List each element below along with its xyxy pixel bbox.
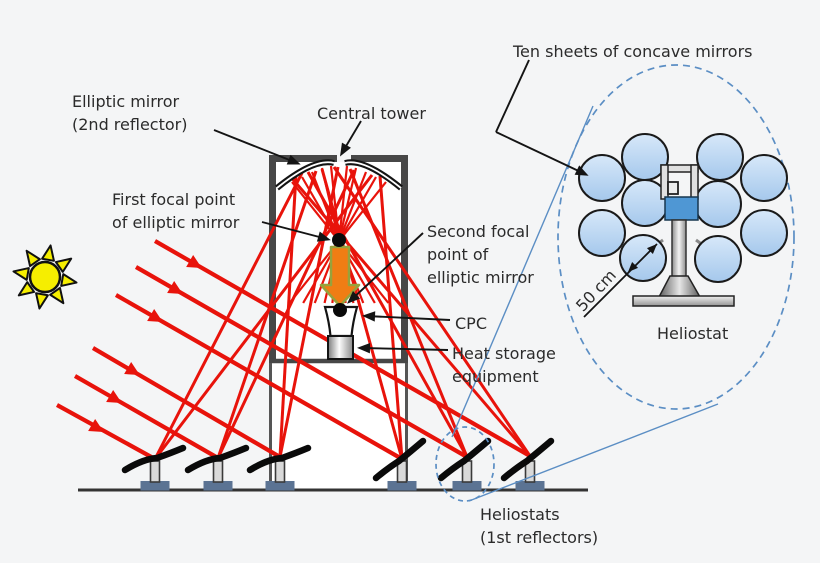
concave-mirror-sheet — [578, 209, 626, 257]
heliostat — [500, 437, 555, 491]
concave-mirror-sheet — [694, 235, 742, 283]
label-cpc: CPC — [455, 314, 487, 333]
zoom-ellipse-large — [557, 64, 795, 410]
heliostat — [121, 444, 187, 491]
heat-storage-unit — [327, 335, 354, 360]
first-focal-dot — [332, 233, 346, 247]
concave-mirror-sheet — [740, 154, 788, 202]
heliostat-mirror-blade — [372, 437, 427, 482]
heliostat — [372, 437, 427, 491]
label-heliostat: Heliostat — [657, 324, 729, 343]
sun-icon — [12, 244, 78, 310]
heliostat-mount-block — [664, 196, 699, 221]
concave-mirror-sheet — [578, 154, 626, 202]
heliostat-mirror-blade — [437, 437, 492, 482]
heliostat — [184, 444, 250, 491]
receiver-optics — [275, 159, 403, 360]
label-second-focal-point: Second focal point of elliptic mirror — [427, 222, 534, 287]
concave-mirror-sheet — [694, 180, 742, 228]
heliostat — [437, 437, 492, 491]
concave-mirror-sheet — [696, 133, 744, 181]
label-central-tower: Central tower — [317, 104, 426, 123]
heliostat-row — [121, 437, 555, 491]
heliostat-mirror-blade — [500, 437, 555, 482]
heliostat-pedestal-post — [671, 219, 687, 280]
label-ten-sheets: Ten sheets of concave mirrors — [513, 42, 753, 61]
annotation-arrows — [213, 59, 589, 354]
heliostat-mirror-blade — [184, 444, 250, 474]
label-heat-storage: Heat storage equipment — [452, 344, 556, 386]
label-heliostats-1st-reflectors: Heliostats (1st reflectors) — [480, 505, 599, 547]
second-focal-dot — [333, 303, 347, 317]
heliostat — [246, 444, 312, 491]
heliostat-mirror-blade — [246, 444, 312, 474]
concentrated-beam-arrow — [319, 245, 361, 308]
concave-mirror-sheet — [740, 209, 788, 257]
magnified-heliostat-view — [435, 64, 795, 502]
heliostat-base-plate — [632, 295, 735, 307]
label-first-focal-point: First focal point of elliptic mirror — [112, 190, 240, 232]
zoom-ellipse-small — [435, 426, 495, 502]
label-elliptic-mirror: Elliptic mirror (2nd reflector) — [72, 92, 188, 134]
heliostat-mirror-blade — [121, 444, 187, 474]
